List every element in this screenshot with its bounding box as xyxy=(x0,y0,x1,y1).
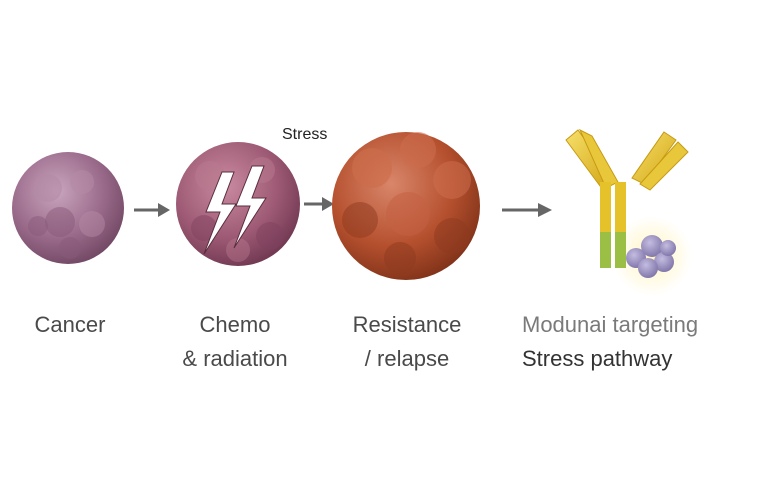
cancer-cell-icon xyxy=(12,152,124,264)
stage-label-line1: Chemo xyxy=(199,312,271,337)
target-protein-icon xyxy=(626,235,676,278)
stage-label-line1: Resistance xyxy=(352,312,462,337)
arrow-right-icon xyxy=(134,203,170,217)
stage-label-chemo: Chemo & radiation xyxy=(160,308,310,376)
antibody-icon xyxy=(565,128,692,296)
stage-label-line2: / relapse xyxy=(364,346,450,371)
arrow-right-icon xyxy=(502,203,552,217)
arrow-right-icon xyxy=(304,197,334,211)
stage-label-cancer: Cancer xyxy=(20,308,120,342)
resistant-tumor-icon xyxy=(332,132,480,280)
stage-label-resistance: Resistance / relapse xyxy=(332,308,482,376)
stage-label-line2: & radiation xyxy=(182,346,288,371)
stage-label-line1: Cancer xyxy=(34,312,106,337)
lightning-bolt-icon xyxy=(203,165,267,255)
chemo-cell-icon xyxy=(176,142,300,266)
stage-label-line2: Stress pathway xyxy=(522,346,673,371)
stress-label: Stress xyxy=(282,126,328,143)
stage-label-modunai: Modunai targeting Stress pathway xyxy=(522,308,758,376)
stage-label-line1: Modunai targeting xyxy=(522,312,699,337)
